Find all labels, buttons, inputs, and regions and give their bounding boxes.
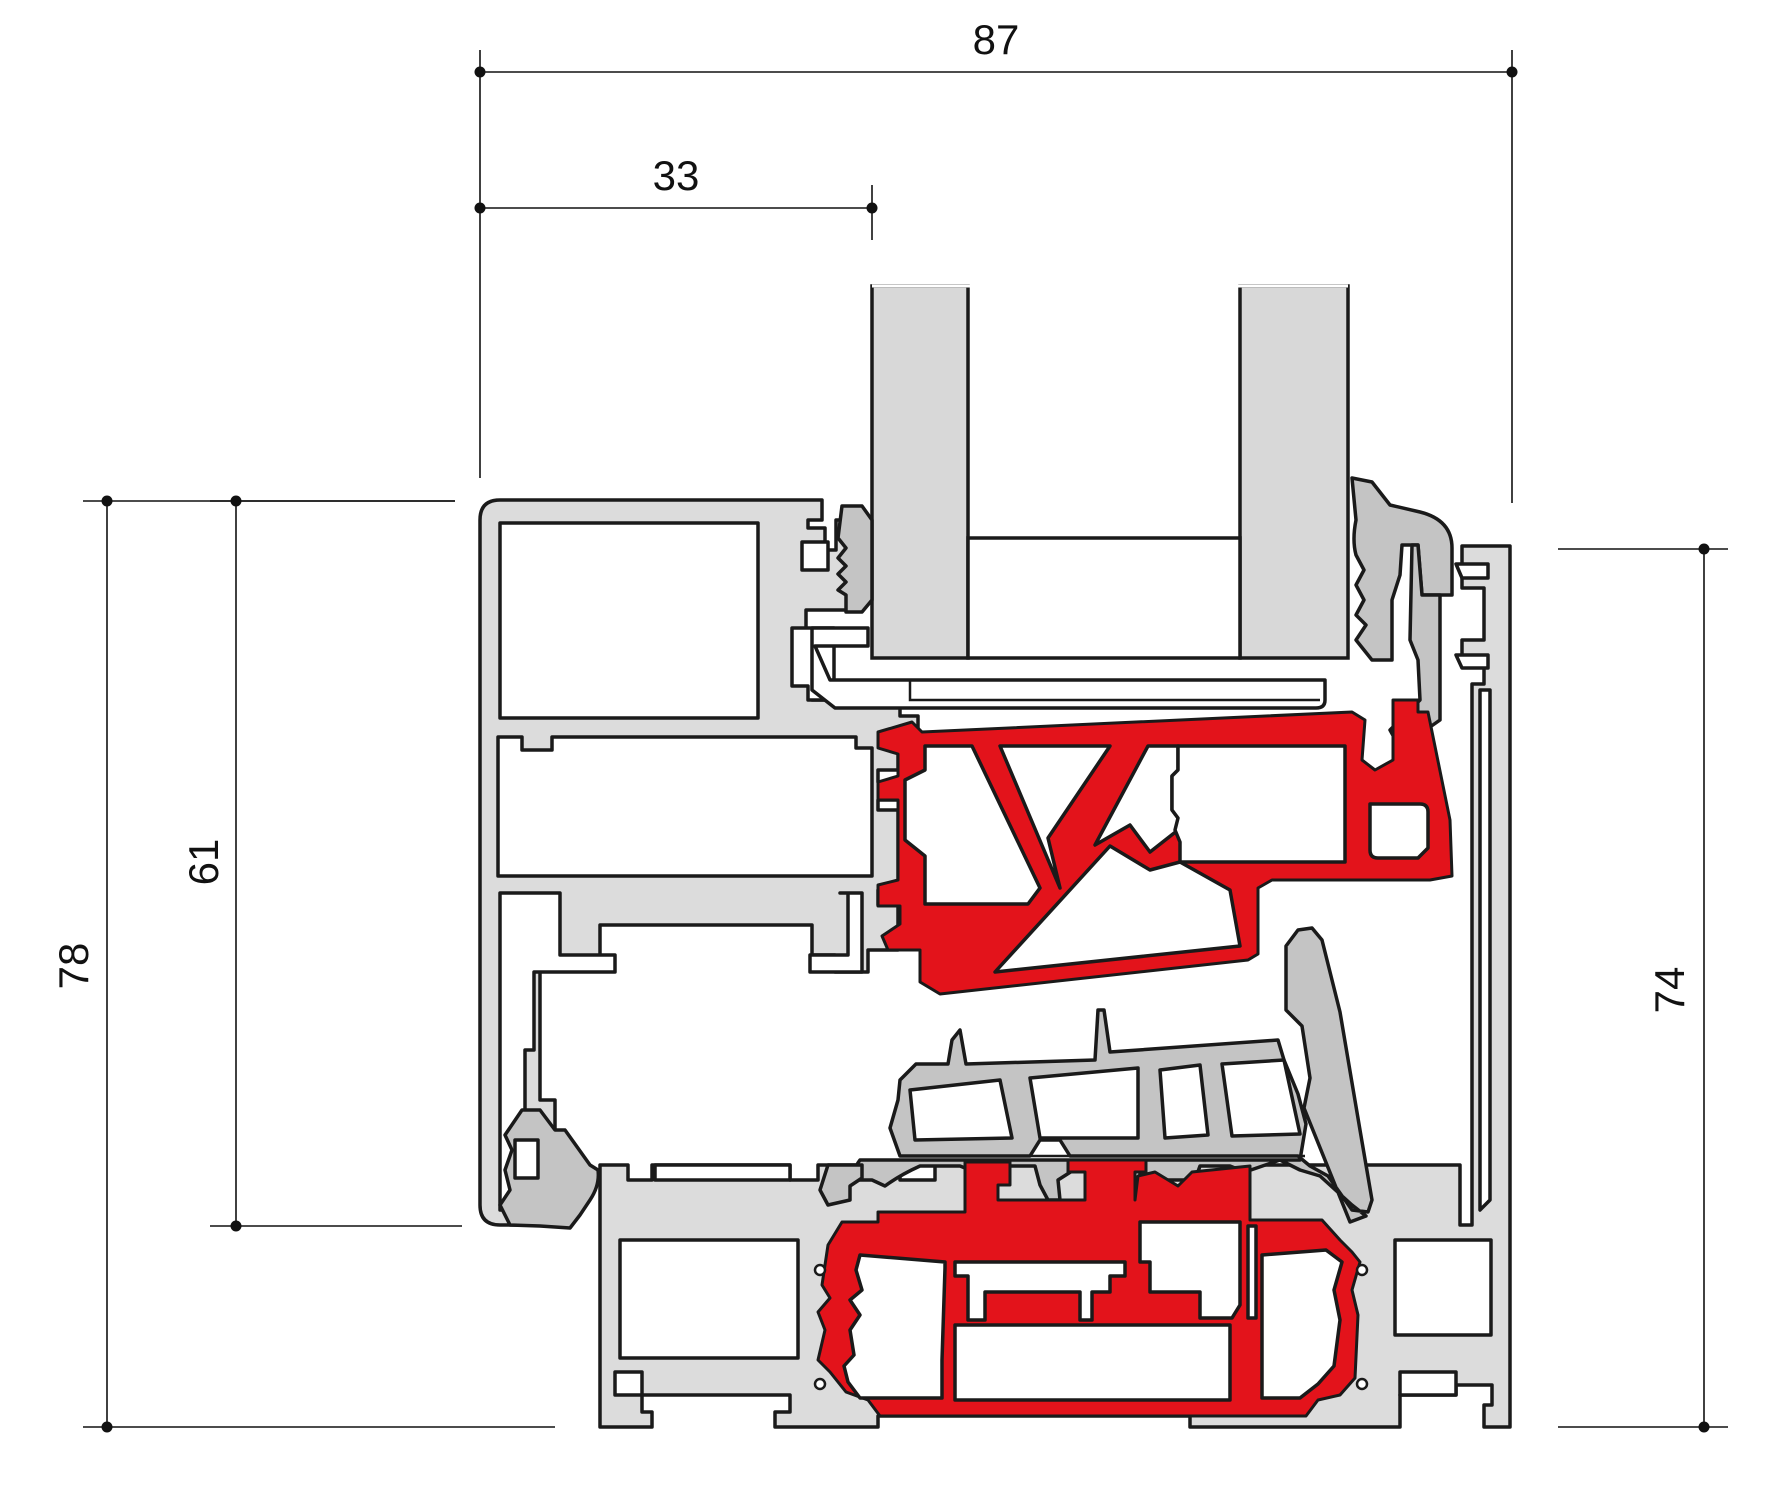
frame-chamber-right (1393, 1238, 1493, 1337)
frame-profile (598, 544, 1512, 1429)
dimension-87: 87 (474, 16, 1518, 503)
dimension-61-label: 61 (180, 839, 227, 886)
dimension-74-label: 74 (1646, 967, 1693, 1014)
double-glazing-unit (870, 284, 1350, 660)
glazing-channel (810, 626, 1327, 710)
center-seal-gasket (853, 926, 1374, 1224)
barrier-chamber-right (1368, 802, 1430, 860)
sash-thermal-break (876, 698, 1454, 996)
sash-chamber-middle (496, 735, 874, 878)
glass-spacer (966, 536, 1242, 660)
outer-glass-pane (870, 284, 970, 660)
outer-glazing-gasket (836, 504, 874, 614)
dimension-87-label: 87 (973, 16, 1020, 63)
frame-chamber-left (618, 1238, 800, 1360)
dimension-33: 33 (474, 152, 878, 240)
dimension-74: 74 (1558, 543, 1728, 1433)
sash-gasket-slot (800, 540, 830, 572)
dimension-61: 61 (180, 495, 462, 1232)
dimension-78-label: 78 (50, 943, 97, 990)
inner-glazing-gasket (1350, 476, 1454, 750)
frame-thermal-break (813, 1158, 1369, 1418)
sash-bottom-gasket (498, 1108, 601, 1230)
frame-left-gasket (818, 1163, 864, 1207)
sash-chamber-top (498, 521, 760, 720)
inner-glass-pane (1238, 284, 1350, 660)
dimension-33-label: 33 (653, 152, 700, 199)
